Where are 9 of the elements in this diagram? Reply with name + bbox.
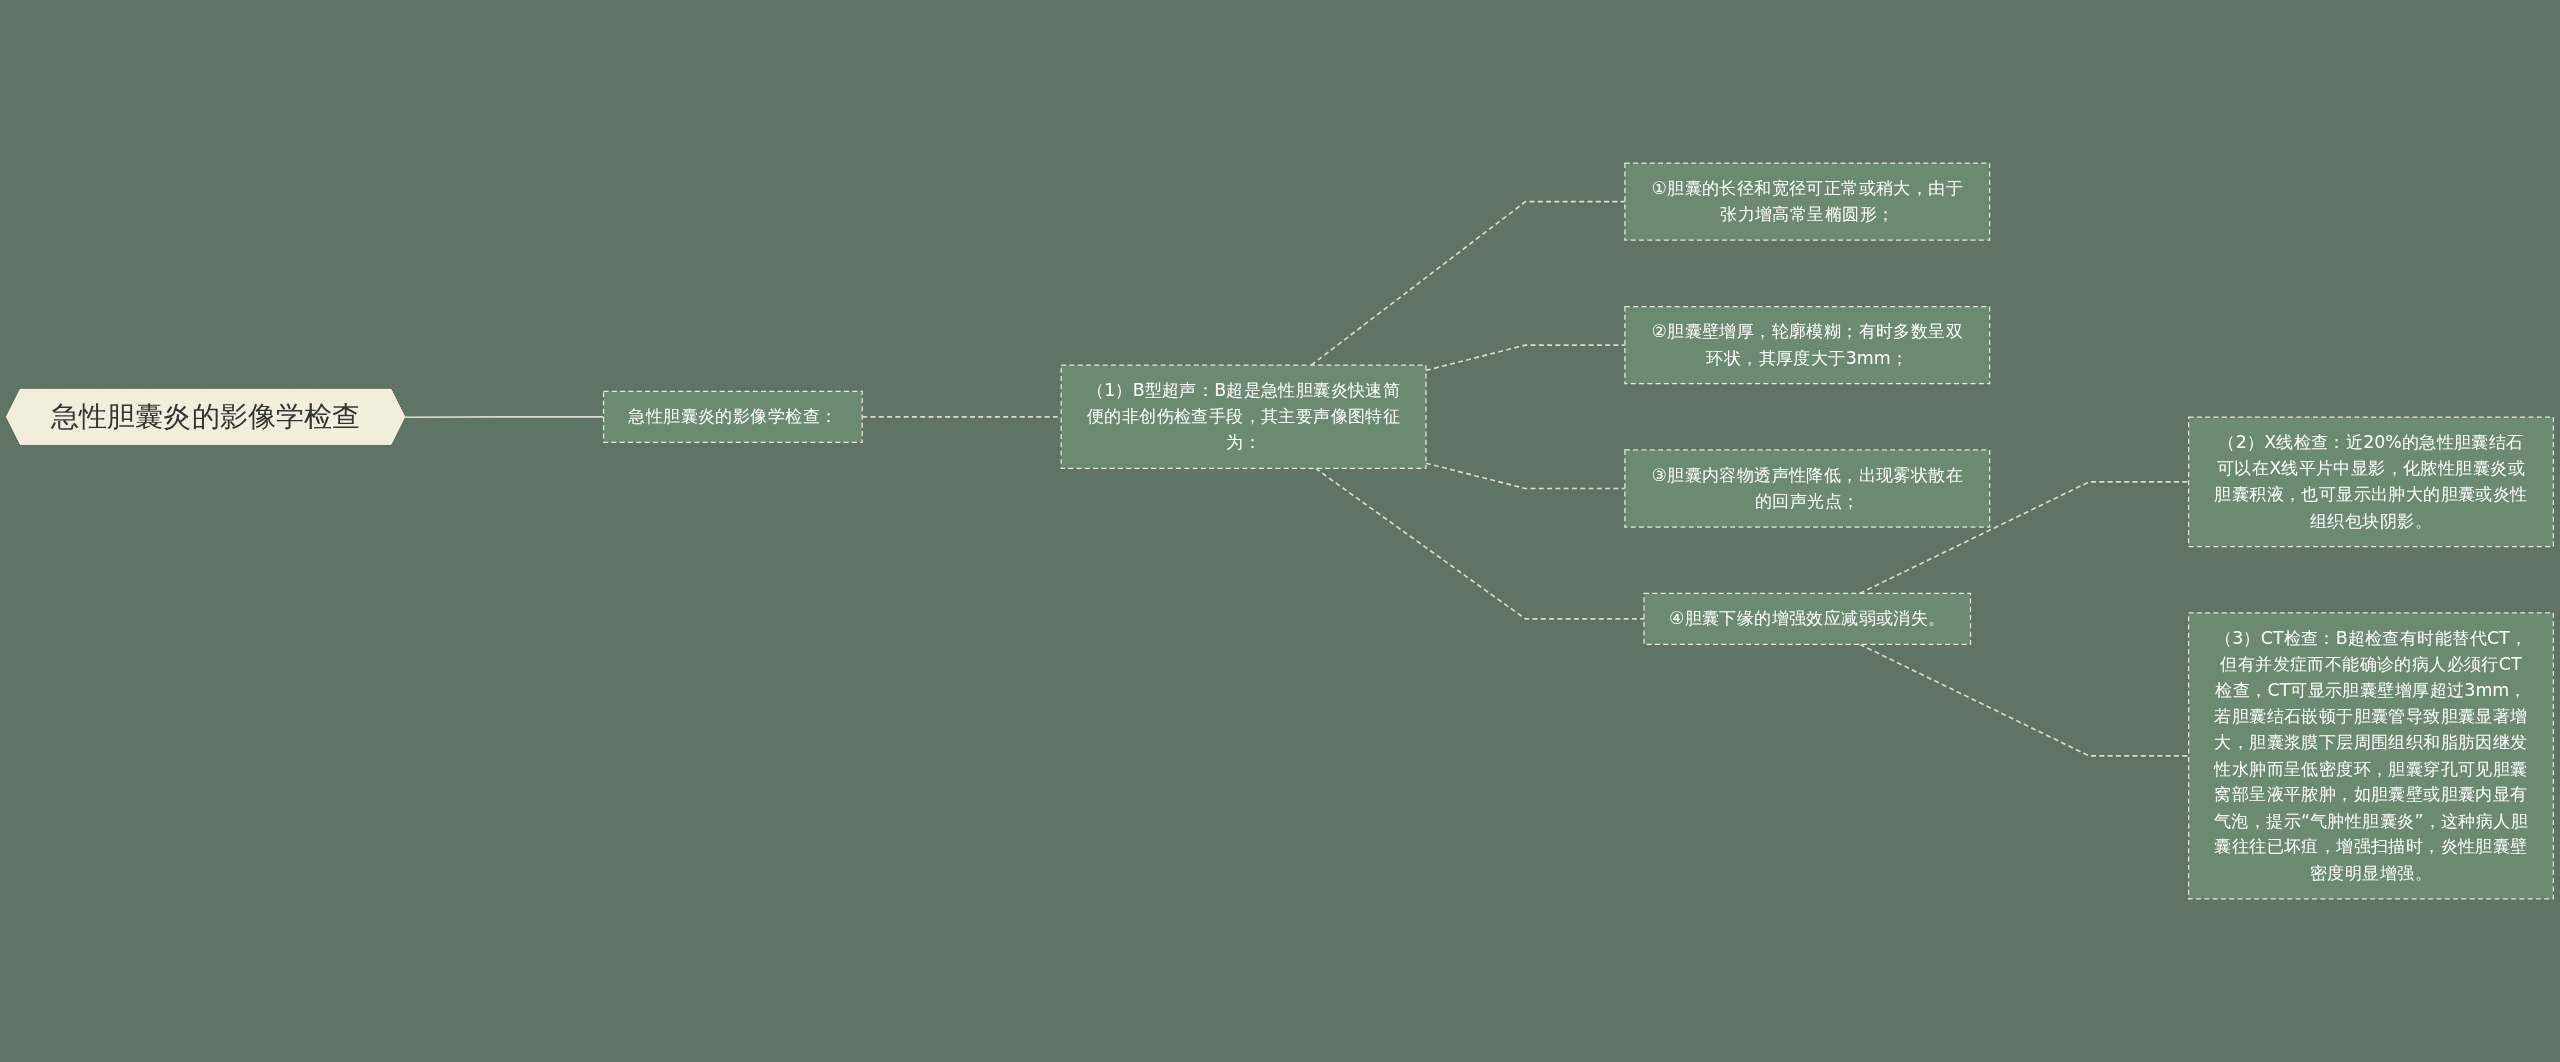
node-box: ③胆囊内容物透声性降低，出现雾状散在的回声光点； bbox=[1624, 449, 1991, 528]
node-box: （1）B型超声：B超是急性胆囊炎快速简便的非创伤检查手段，其主要声像图特征为： bbox=[1060, 364, 1427, 470]
node-box: （2）X线检查：近20%的急性胆囊结石可以在X线平片中显影，化脓性胆囊炎或胆囊积液，也可显示出肿大的胆囊或炎性组织包块阴影。 bbox=[2188, 416, 2554, 548]
connector bbox=[1314, 467, 1645, 620]
node-box: 急性胆囊炎的影像学检查： bbox=[602, 390, 863, 443]
node-box: ④胆囊下缘的增强效应减弱或消失。 bbox=[1643, 592, 1972, 645]
node-box: ①胆囊的长径和宽径可正常或稍大，由于张力增高常呈椭圆形； bbox=[1624, 162, 1991, 241]
node-box: ②胆囊壁增厚，轮廓模糊；有时多数呈双环状，其厚度大于3mm； bbox=[1624, 305, 1991, 385]
node-box: （3）CT检查：B超检查有时能替代CT，但有并发症而不能确诊的病人必须行CT检查，CT可显示胆囊壁增厚超过3mm，若胆囊结石嵌顿于胆囊管导致胆囊显著增大，胆囊浆膜下层周围组织和脂肪因继发性水肿而呈低密度环，胆囊穿孔可见胆囊窝部呈液平脓肿，如胆囊壁或胆囊内显有气泡，提示“气肿性胆囊炎”，这种病人胆囊往往已坏疽，增强扫描时，炎性胆囊壁密度明显增强。 bbox=[2188, 612, 2554, 900]
